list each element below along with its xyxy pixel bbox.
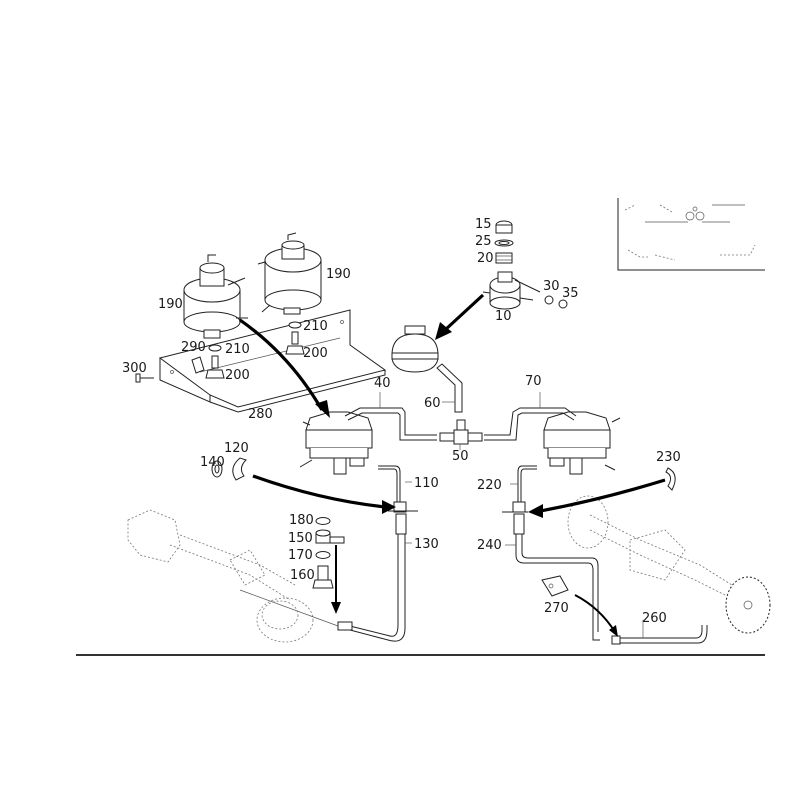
label-150: 150: [288, 531, 313, 546]
label-35: 35: [562, 286, 579, 301]
label-10: 10: [495, 309, 512, 324]
label-20: 20: [477, 251, 494, 266]
hose-70: [484, 407, 577, 441]
front-axle-left: [127, 509, 339, 643]
label-30: 30: [543, 279, 560, 294]
brake-line-right: [502, 465, 600, 641]
bracket-270: [541, 575, 569, 597]
reservoir-190-right: [257, 232, 322, 315]
label-210-right: 210: [303, 319, 328, 334]
fasteners-left: [135, 321, 305, 383]
rear-axle-right: [567, 495, 771, 634]
label-200-right: 200: [303, 346, 328, 361]
brake-line-left: [337, 465, 418, 642]
label-70: 70: [525, 374, 542, 389]
label-200-left: 200: [225, 368, 250, 383]
hose-40: [344, 407, 437, 441]
reservoir-60-tank: [391, 325, 463, 413]
label-280: 280: [248, 407, 273, 422]
label-260: 260: [642, 611, 667, 626]
label-50: 50: [452, 449, 469, 464]
label-120: 120: [224, 441, 249, 456]
inset-overview-thumbnail: [617, 198, 765, 271]
label-15: 15: [475, 217, 492, 232]
label-110: 110: [414, 476, 439, 491]
t-fitting-50: [439, 419, 483, 445]
label-240: 240: [477, 538, 502, 553]
label-130: 130: [414, 537, 439, 552]
label-160: 160: [290, 568, 315, 583]
label-140: 140: [200, 455, 225, 470]
label-190-left: 190: [158, 297, 183, 312]
label-210-left: 210: [225, 342, 250, 357]
clip-230: [665, 467, 676, 491]
label-25: 25: [475, 234, 492, 249]
label-60: 60: [424, 396, 441, 411]
label-170: 170: [288, 548, 313, 563]
label-40: 40: [374, 376, 391, 391]
label-190-right: 190: [326, 267, 351, 282]
label-290: 290: [181, 340, 206, 355]
reservoir-10: [482, 220, 568, 310]
cylinder-right: [543, 411, 621, 475]
reservoir-190-left: [183, 254, 248, 339]
cylinder-left: [299, 411, 373, 475]
clip-and-seal-120-140: [211, 457, 247, 481]
label-230: 230: [656, 450, 681, 465]
label-220: 220: [477, 478, 502, 493]
banjo-fittings-150-160-170-180: [312, 517, 345, 589]
label-300: 300: [122, 361, 147, 376]
assembly-arrows: [239, 293, 666, 637]
leader-lines: [379, 392, 644, 638]
label-180: 180: [289, 513, 314, 528]
part-labels: 190 190 210 210 200 200 290 300 280 15 2…: [122, 217, 681, 626]
brake-line-260: [611, 625, 708, 645]
label-270: 270: [544, 601, 569, 616]
